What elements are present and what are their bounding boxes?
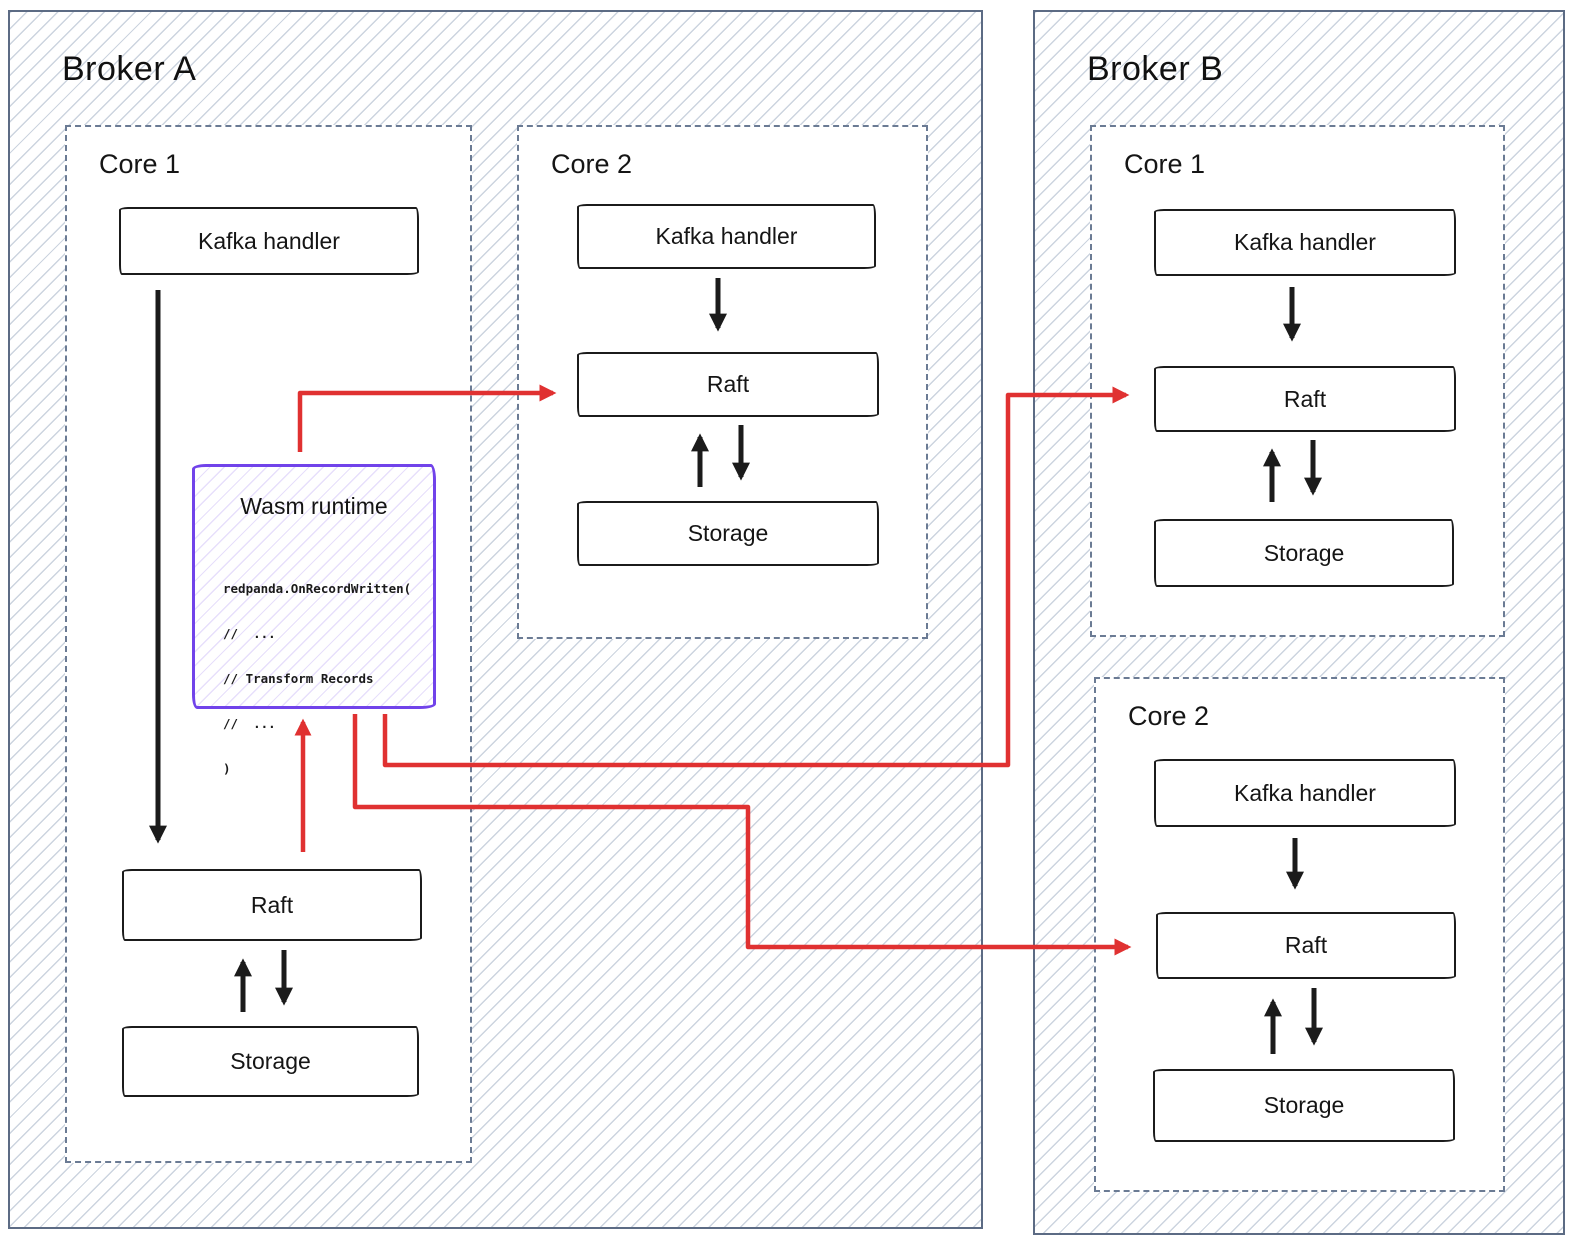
node-storage-a2: Storage [577,501,879,566]
broker-a-core1: Core 1 Kafka handler Raft Storage Wasm r… [65,125,472,1163]
node-raft-a2: Raft [577,352,879,417]
node-storage-b2: Storage [1153,1069,1455,1142]
wasm-runtime-box: Wasm runtime redpanda.OnRecordWritten( /… [192,464,436,776]
broker-b-core2: Core 2 Kafka handler Raft Storage [1094,677,1505,1192]
broker-b-core1-title: Core 1 [1124,149,1206,179]
code-line: redpanda.OnRecordWritten( [223,581,412,596]
node-storage-a1: Storage [122,1026,419,1097]
broker-b-container: Broker B Core 1 Kafka handler Raft Stora… [1033,10,1565,1235]
broker-a-title: Broker A [62,50,197,88]
code-line: // ... [223,626,276,641]
code-line: ) [223,761,231,776]
broker-b-core1: Core 1 Kafka handler Raft Storage [1090,125,1505,637]
node-kafka-handler-b1: Kafka handler [1154,209,1456,276]
node-kafka-handler-b2: Kafka handler [1154,759,1456,827]
node-kafka-handler-a2: Kafka handler [577,204,876,269]
broker-a-core1-title: Core 1 [99,149,181,179]
node-raft-b2: Raft [1156,912,1456,979]
broker-b-title: Broker B [1087,50,1224,88]
broker-b-core2-title: Core 2 [1128,701,1210,731]
node-raft-b1: Raft [1154,366,1456,432]
broker-a-container: Broker A Core 1 Kafka handler Raft Stora… [8,10,983,1229]
code-line: // Transform Records [223,671,374,686]
node-storage-b1: Storage [1154,519,1454,587]
wasm-runtime-title: Wasm runtime [240,493,388,519]
wasm-code-block: redpanda.OnRecordWritten( // ... // Tran… [223,551,411,806]
node-kafka-handler-a1: Kafka handler [119,207,419,275]
node-raft-a1: Raft [122,869,422,941]
code-line: // ... [223,716,276,731]
broker-a-core2-title: Core 2 [551,149,633,179]
broker-a-core2: Core 2 Kafka handler Raft Storage [517,125,928,639]
